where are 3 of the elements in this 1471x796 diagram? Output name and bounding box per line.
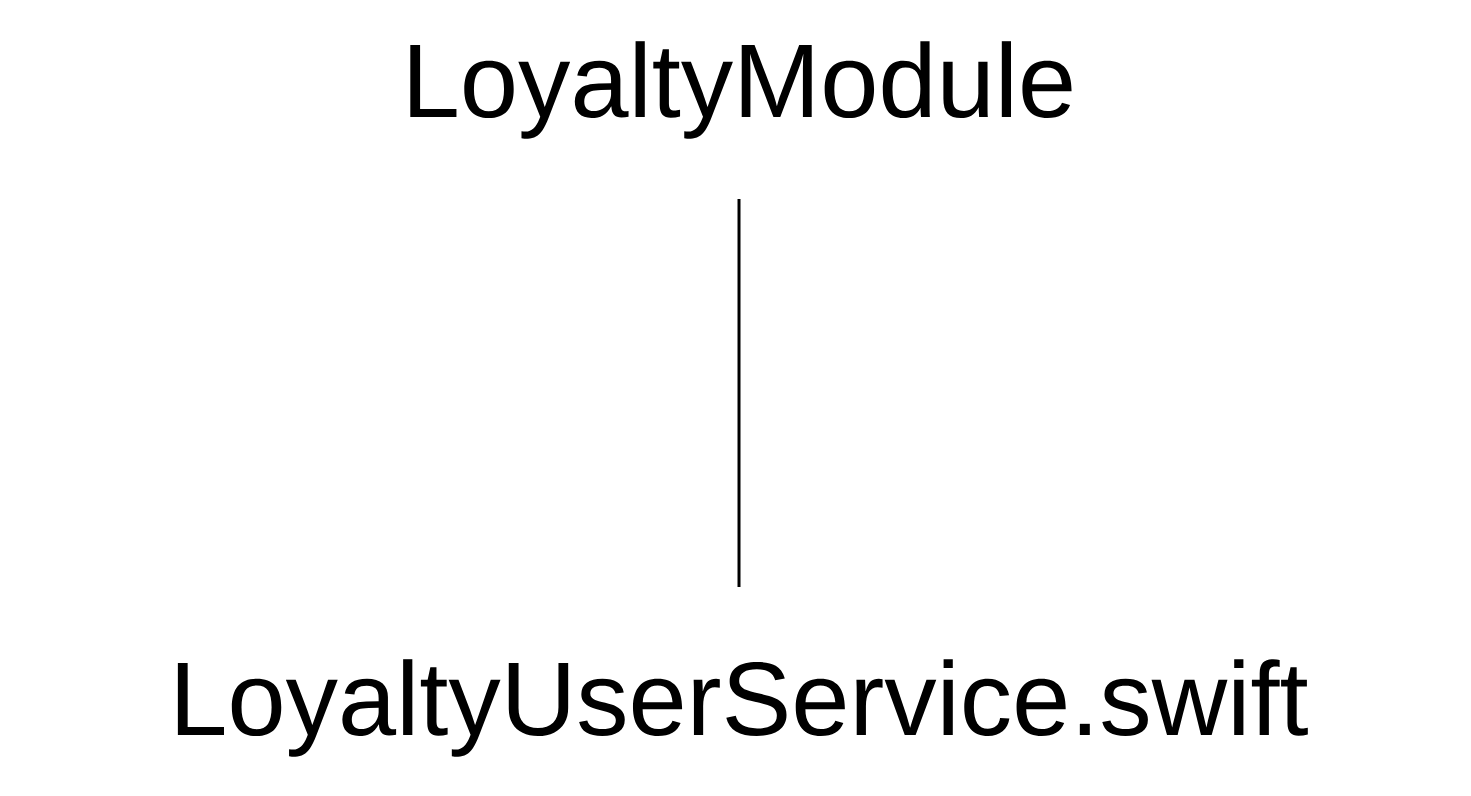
label-text: LoyaltyUserService.swift bbox=[177, 659, 1308, 757]
label-text: LoyaltyModule bbox=[410, 41, 1072, 139]
connector-line bbox=[737, 198, 741, 587]
